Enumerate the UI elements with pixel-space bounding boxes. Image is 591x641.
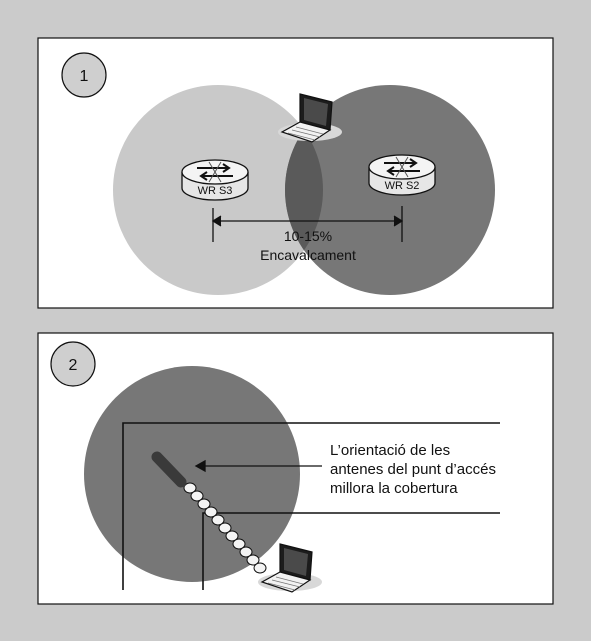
router-wr-s2-label: WR S2 xyxy=(385,180,420,192)
caption-line-1: L’orientació de les xyxy=(330,442,450,459)
overlap-percent: 10-15% xyxy=(284,228,332,244)
caption-line-2: antenes del punt d’accés xyxy=(330,461,496,478)
panel-2: 2 L’orientació de les antenes xyxy=(37,332,554,605)
overlap-dimension-line xyxy=(211,206,404,242)
overlap-label: Encavalcament xyxy=(260,247,356,263)
caption-pointer-arrow xyxy=(194,459,322,473)
panel-2-number-badge xyxy=(50,341,96,387)
coverage-circle xyxy=(84,366,300,582)
corridor-walls xyxy=(122,422,500,590)
caption-line-3: millora la cobertura xyxy=(330,480,458,497)
antenna-icon xyxy=(151,451,187,488)
panel-1-number: 1 xyxy=(80,68,89,85)
router-wr-s3-label: WR S3 xyxy=(198,185,233,197)
panel-2-number: 2 xyxy=(69,357,78,374)
panel-1-number-badge xyxy=(61,52,107,98)
antenna-signal-chain xyxy=(183,482,267,574)
panel-1: 1 WR S3 WR S2 10-15% Encavalcament xyxy=(37,37,554,309)
